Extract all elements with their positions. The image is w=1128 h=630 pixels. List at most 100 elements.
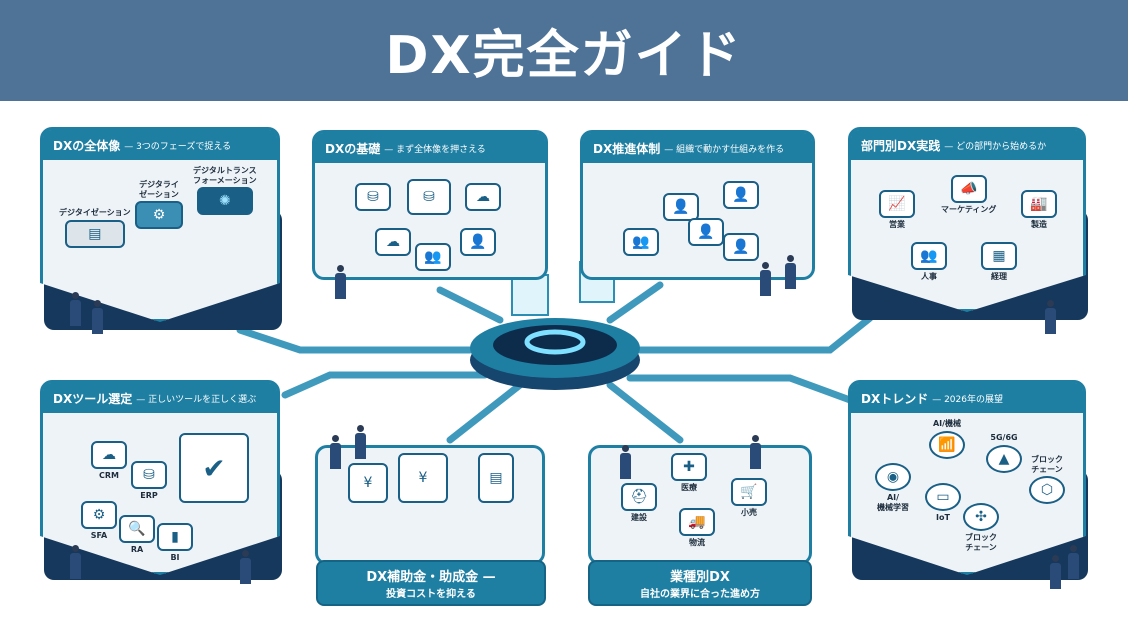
- item-label: 製造: [1031, 220, 1047, 229]
- item-label: 小売: [741, 508, 757, 517]
- connector-line: [606, 281, 664, 324]
- person-figure: [355, 425, 366, 459]
- megaphone-icon: 📣: [950, 175, 987, 203]
- coins-icon: ¥: [348, 463, 388, 503]
- item-label: IoT: [936, 513, 950, 522]
- tool-crm: ☁CRM: [91, 441, 127, 481]
- item-label: 医療: [681, 483, 697, 492]
- panel-header: DXの全体像— 3つのフェーズで捉える: [43, 130, 277, 160]
- central-hub: [470, 261, 640, 390]
- person-figure: [785, 255, 796, 289]
- person-figure: [330, 435, 341, 469]
- tool-erp: ⛁ ERP: [131, 461, 167, 501]
- item-label: 建設: [631, 513, 647, 522]
- user-icon: 👤: [688, 218, 724, 246]
- item-label: 営業: [889, 220, 905, 229]
- user-icon: 👤: [663, 193, 699, 221]
- person-figure: [760, 262, 771, 296]
- trend-iot: ▭IoT: [925, 483, 961, 523]
- item-label: 物流: [689, 538, 705, 547]
- panel-industry-dx[interactable]: ✚医療 ⛑建設 🛒小売 🚚物流: [588, 445, 812, 565]
- panel-title: DXの基礎: [325, 141, 381, 156]
- database-icon: ⛁: [355, 183, 391, 211]
- item-label: ERP: [140, 491, 158, 500]
- antenna-icon: ▲: [986, 444, 1022, 473]
- industry-logistics: 🚚 物流: [679, 508, 715, 548]
- cloud-icon: ☁: [91, 441, 127, 469]
- panel-subtitle: — 3つのフェーズで捉える: [124, 141, 232, 152]
- dept-marketing: 📣 マーケティング: [941, 175, 996, 215]
- chart-up-icon: 📈: [879, 190, 915, 218]
- gears-icon: ⚙: [135, 201, 183, 230]
- phase-dx: デジタルトランス フォーメーション ✺: [193, 166, 257, 216]
- panel-department-dx[interactable]: 部門別DX実践— どの部門から始めるか 📈営業 📣マーケティング 🏭製造 👥人事…: [848, 127, 1086, 312]
- panel-subtitle: — 正しいツールを正しく選ぶ: [136, 394, 257, 405]
- connector-line: [606, 381, 684, 444]
- panel-title: DXの全体像: [53, 138, 121, 153]
- item-label: SFA: [90, 531, 108, 540]
- item-label: デジタイゼーション: [59, 208, 131, 217]
- item-label: ブロック チェーン: [965, 533, 997, 552]
- panel-tool-selection[interactable]: DXツール選定— 正しいツールを正しく選ぶ ☁CRM ⛁ERP ⚙SFA 🔍RA…: [40, 380, 280, 575]
- panel-subsidy[interactable]: ¥ ¥ ▤: [315, 445, 545, 565]
- wifi-icon: 📶: [929, 430, 965, 459]
- item-label: 経理: [991, 272, 1007, 281]
- trend-ai: AI/機械 📶: [929, 419, 965, 459]
- dept-hr: 👥人事: [911, 242, 947, 282]
- person-figure: [70, 545, 81, 579]
- industry-retail: 🛒 小売: [731, 478, 767, 518]
- cloud-icon: ☁: [465, 183, 501, 211]
- panel-dx-organization[interactable]: DX推進体制— 組織で動かす仕組みを作る 👤 👤 👤 👤 👥: [580, 130, 815, 280]
- person-figure: [70, 292, 81, 326]
- person-figure: [1068, 545, 1079, 579]
- item-label: マーケティング: [941, 205, 997, 214]
- trend-blockchain-2: ✣ ブロック チェーン: [963, 503, 999, 552]
- factory-icon: 🏭: [1021, 190, 1057, 218]
- panel-subtitle: — どの部門から始めるか: [944, 141, 1047, 152]
- person-figure: [335, 265, 346, 299]
- nodes-icon: ✣: [963, 503, 999, 531]
- user-icon: 👤: [460, 228, 496, 256]
- brain-icon: ◉: [875, 463, 911, 491]
- connector-line: [281, 371, 489, 399]
- person-figure: [240, 550, 251, 584]
- industry-construction: ⛑建設: [621, 483, 657, 523]
- panel-title: 業種別DX: [670, 570, 730, 585]
- dept-accounting: ▦経理: [981, 242, 1017, 282]
- item-label: デジタルトランス フォーメーション: [193, 166, 257, 185]
- database-icon: ⛁: [131, 461, 167, 489]
- connector-line: [626, 374, 854, 404]
- dept-manufacturing: 🏭 製造: [1021, 190, 1057, 230]
- item-label: AI/機械: [932, 419, 962, 428]
- panel-dx-basics[interactable]: DXの基礎— まず全体像を押さえる ⛁ ⛁ ☁ ☁ 👥 👤: [312, 130, 548, 280]
- tool-sfa: ⚙ SFA: [81, 501, 117, 541]
- item-label: RA: [130, 545, 144, 554]
- panel-dx-overview[interactable]: DXの全体像— 3つのフェーズで捉える デジタイゼーション▤ デジタライ ゼーシ…: [40, 127, 280, 322]
- item-label: デジタライ ゼーション: [139, 180, 179, 199]
- panel-dx-trends[interactable]: DXトレンド— 2026年の展望 AI/機械📶 5G/6G▲ ブロック チェーン…: [848, 380, 1086, 575]
- tool-ra: 🔍RA: [119, 515, 155, 555]
- header-banner: DX完全ガイド: [0, 0, 1128, 101]
- people-icon: 👥: [911, 242, 947, 270]
- circuit-icon: ✺: [196, 187, 253, 216]
- truck-icon: 🚚: [679, 508, 715, 536]
- person-figure: [620, 445, 631, 479]
- person-figure: [92, 300, 103, 334]
- gear-icon: ⚙: [81, 501, 117, 529]
- item-label: AI/ 機械学習: [877, 493, 909, 512]
- panel-header: DX推進体制— 組織で動かす仕組みを作る: [583, 133, 812, 163]
- panel-subtitle: — まず全体像を押さえる: [384, 144, 486, 155]
- phase-digitization: デジタイゼーション▤: [59, 208, 131, 248]
- magnifier-check-icon: ✔: [179, 433, 249, 503]
- certificate-icon: ▤: [478, 453, 514, 503]
- network-icon: ⬡: [1029, 476, 1065, 505]
- panel-header: DXの基礎— まず全体像を押さえる: [315, 133, 545, 163]
- panel-title: DX推進体制: [593, 141, 661, 156]
- tool-bi: ▮BI: [157, 523, 193, 563]
- trend-5g: 5G/6G▲: [986, 433, 1022, 473]
- cart-icon: 🛒: [731, 478, 767, 506]
- panel-subsidy-label: DX補助金・助成金 —投資コストを抑える: [316, 560, 546, 606]
- trend-blockchain: ブロック チェーン⬡: [1029, 455, 1065, 505]
